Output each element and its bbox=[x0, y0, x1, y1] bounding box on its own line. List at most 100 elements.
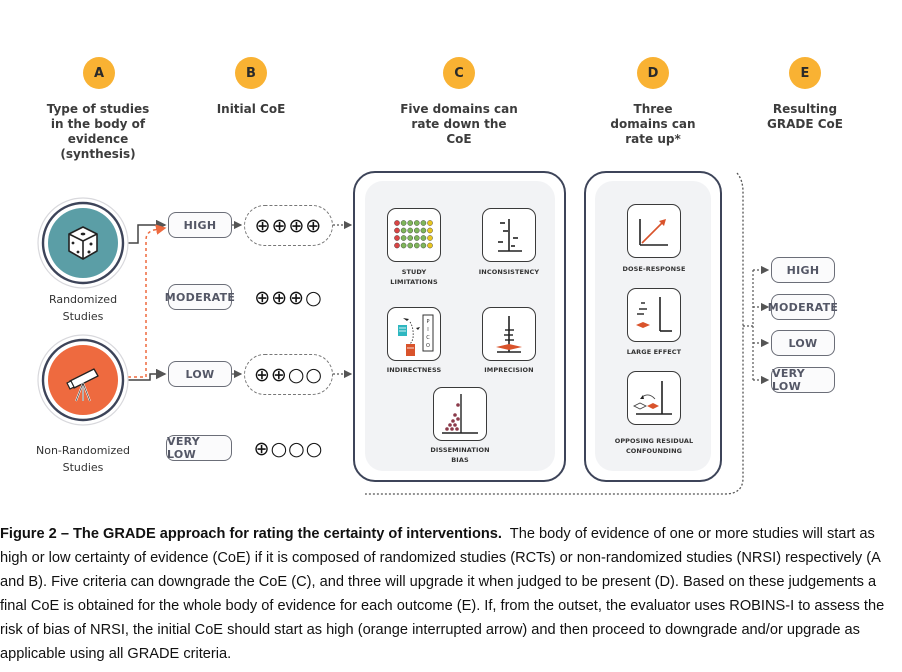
label-line: INCONSISTENCY bbox=[478, 268, 540, 276]
column-title-b: Initial CoE bbox=[191, 102, 311, 117]
risk-of-bias-dot bbox=[413, 235, 420, 241]
risk-of-bias-dot bbox=[394, 242, 400, 249]
non-randomized-studies-label: Non-Randomized Studies bbox=[18, 442, 148, 476]
label-line: CONFOUNDING bbox=[625, 447, 683, 455]
title-line: rate down the bbox=[411, 117, 507, 131]
initial-level-very-low: VERY LOW bbox=[166, 435, 232, 461]
domain-label-indirectness: INDIRECTNESS bbox=[369, 365, 459, 375]
label-line: BIAS bbox=[451, 456, 469, 464]
caption-title: Figure 2 – The GRADE approach for rating… bbox=[0, 526, 502, 542]
label-line: Non-Randomized bbox=[35, 444, 131, 457]
label-line: LIMITATIONS bbox=[390, 278, 438, 286]
risk-of-bias-dot bbox=[400, 220, 407, 226]
title-line: GRADE CoE bbox=[767, 117, 843, 131]
telescope-icon bbox=[37, 334, 129, 426]
column-title-d: Three domains can rate up* bbox=[593, 102, 713, 147]
risk-of-bias-dot bbox=[413, 242, 420, 249]
risk-of-bias-dot bbox=[400, 242, 407, 249]
domain-label-dose-response: DOSE-RESPONSE bbox=[608, 264, 700, 274]
risk-of-bias-dot bbox=[427, 242, 433, 249]
risk-of-bias-dot bbox=[413, 227, 420, 234]
risk-of-bias-dot bbox=[407, 242, 414, 249]
large-effect-icon bbox=[627, 288, 681, 342]
dice-icon bbox=[37, 197, 129, 289]
non-randomized-studies-node bbox=[36, 333, 130, 427]
title-line: Three bbox=[633, 102, 673, 116]
randomized-studies-label: Randomized Studies bbox=[23, 291, 143, 325]
title-line: Type of studies bbox=[46, 102, 150, 116]
risk-of-bias-dot bbox=[420, 227, 427, 234]
risk-of-bias-dot bbox=[394, 220, 400, 226]
title-line: (synthesis) bbox=[60, 147, 136, 161]
certainty-symbols-very-low: ⊕○○○ bbox=[253, 437, 324, 460]
result-level-very-low: VERY LOW bbox=[771, 367, 835, 393]
risk-of-bias-dot bbox=[427, 220, 433, 226]
risk-of-bias-dot bbox=[420, 235, 427, 241]
risk-of-bias-dot bbox=[400, 227, 407, 234]
figure-caption: Figure 2 – The GRADE approach for rating… bbox=[0, 522, 895, 666]
label-line: IMPRECISION bbox=[484, 366, 534, 374]
pico-letter-o: O bbox=[426, 343, 430, 349]
title-line: in the body of bbox=[50, 117, 146, 131]
title-line: CoE bbox=[446, 132, 472, 146]
title-line: Initial CoE bbox=[216, 102, 286, 116]
label-line: Studies bbox=[62, 310, 104, 323]
risk-of-bias-dot bbox=[400, 235, 407, 241]
risk-of-bias-dot bbox=[420, 242, 427, 249]
badge-d: D bbox=[637, 57, 669, 89]
opposing-confounding-icon bbox=[627, 371, 681, 425]
risk-of-bias-dot bbox=[427, 235, 433, 241]
certainty-symbols-high: ⊕⊕⊕⊕ bbox=[254, 214, 323, 237]
result-level-moderate: MODERATE bbox=[768, 294, 838, 320]
dissemination-bias-icon bbox=[433, 387, 487, 441]
label-line: LARGE EFFECT bbox=[626, 348, 682, 356]
connectors bbox=[128, 172, 770, 495]
arrow-nonrandomized-to-low bbox=[128, 368, 167, 381]
indirectness-icon: P I C O bbox=[387, 307, 441, 361]
result-level-high: HIGH bbox=[771, 257, 835, 283]
risk-of-bias-dot bbox=[427, 227, 433, 234]
title-line: Resulting bbox=[772, 102, 838, 116]
label-line: DOSE-RESPONSE bbox=[622, 265, 686, 273]
label-line: STUDY bbox=[401, 268, 427, 276]
arrow-randomized-to-high bbox=[128, 219, 167, 244]
risk-of-bias-dot bbox=[407, 227, 414, 234]
caption-body: The body of evidence of one or more stud… bbox=[0, 526, 889, 662]
column-title-a: Type of studies in the body of evidence … bbox=[38, 102, 158, 162]
domain-label-opposing-residual-confounding: OPPOSING RESIDUAL CONFOUNDING bbox=[603, 436, 705, 456]
column-title-e: Resulting GRADE CoE bbox=[745, 102, 865, 132]
label-line: Studies bbox=[62, 461, 104, 474]
pico-letter-i: I bbox=[427, 327, 428, 333]
inconsistency-icon bbox=[482, 208, 536, 262]
initial-level-high: HIGH bbox=[168, 212, 232, 238]
study-limitations-icon bbox=[387, 208, 441, 262]
risk-of-bias-dot bbox=[394, 227, 400, 234]
initial-level-low: LOW bbox=[168, 361, 232, 387]
pico-letter-c: C bbox=[426, 335, 430, 341]
label-line: OPPOSING RESIDUAL bbox=[614, 437, 694, 445]
risk-of-bias-dot bbox=[407, 235, 414, 241]
badge-b: B bbox=[235, 57, 267, 89]
orange-robins-arrow bbox=[128, 224, 167, 378]
domain-label-imprecision: IMPRECISION bbox=[464, 365, 554, 375]
certainty-symbols-moderate: ⊕⊕⊕○ bbox=[254, 286, 323, 309]
badge-c: C bbox=[443, 57, 475, 89]
domain-label-inconsistency: INCONSISTENCY bbox=[464, 267, 554, 277]
highlight-oval-low bbox=[244, 354, 333, 395]
risk-of-bias-dot bbox=[413, 220, 420, 226]
title-line: rate up* bbox=[625, 132, 681, 146]
certainty-symbols-low: ⊕⊕○○ bbox=[254, 363, 323, 386]
domain-label-study-limitations: STUDY LIMITATIONS bbox=[369, 267, 459, 287]
label-line: DISSEMINATION bbox=[430, 446, 490, 454]
highlight-oval-high bbox=[244, 205, 333, 246]
risk-of-bias-dot bbox=[394, 235, 400, 241]
risk-of-bias-dot bbox=[407, 220, 414, 226]
column-title-c: Five domains can rate down the CoE bbox=[394, 102, 524, 147]
randomized-studies-node bbox=[36, 196, 130, 290]
title-line: domains can bbox=[610, 117, 696, 131]
initial-level-moderate: MODERATE bbox=[165, 284, 235, 310]
title-line: Five domains can bbox=[400, 102, 518, 116]
risk-of-bias-dot bbox=[420, 220, 427, 226]
title-line: evidence bbox=[67, 132, 129, 146]
label-line: Randomized bbox=[48, 293, 118, 306]
